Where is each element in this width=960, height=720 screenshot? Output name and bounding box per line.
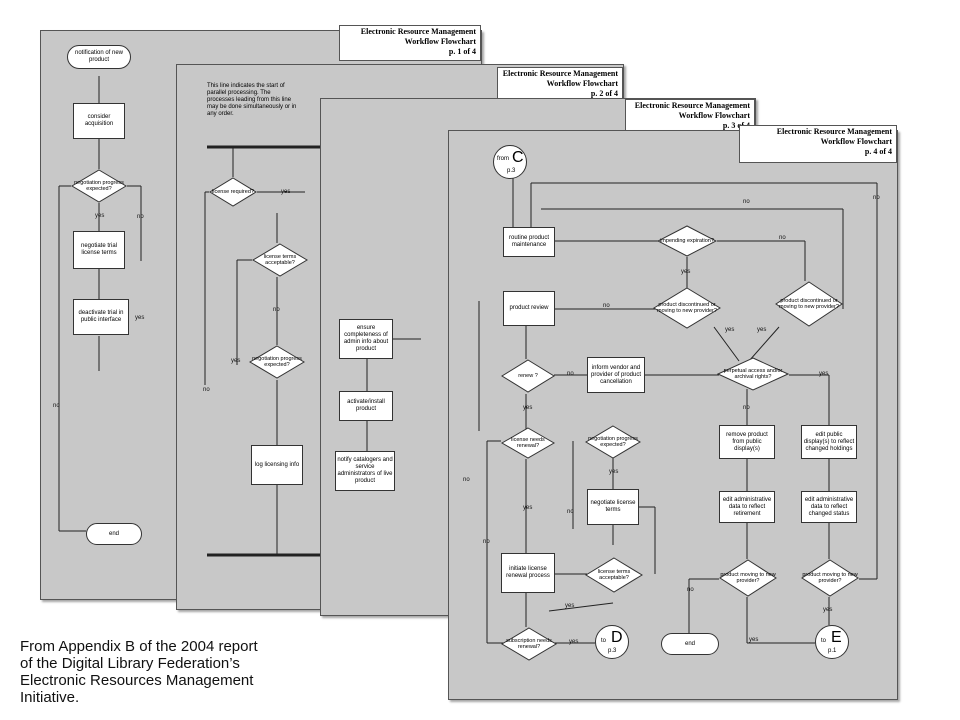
license-terms-decision: license terms acceptable? xyxy=(252,243,308,277)
to-e-connector: to E p.1 xyxy=(815,625,849,659)
yes-label: yes xyxy=(749,637,759,643)
yes-label: yes xyxy=(681,269,691,275)
flowchart-page-4: Electronic Resource Management Workflow … xyxy=(448,125,898,700)
license-required-decision: license required? xyxy=(209,177,257,207)
page-1-header: Electronic Resource Management Workflow … xyxy=(339,25,481,61)
inform-vendor-node: inform vendor and provider of product ca… xyxy=(587,357,645,393)
consider-acquisition-node: consider acquisition xyxy=(73,103,125,139)
yes-label: yes xyxy=(609,469,619,475)
yes-label: yes xyxy=(823,607,833,613)
no-label: no xyxy=(273,307,280,313)
deactivate-trial-node: deactivate trial in public interface xyxy=(73,299,129,335)
negotiation-expected-decision: negotiation progress expected? xyxy=(249,345,305,379)
no-label: no xyxy=(463,477,470,483)
no-label: no xyxy=(743,199,750,205)
activate-install-node: activate/install product xyxy=(339,391,393,421)
to-d-connector: to D p.3 xyxy=(595,625,629,659)
negotiate-trial-node: negotiate trial license terms xyxy=(73,231,125,269)
license-renewal-decision: license needs renewal? xyxy=(501,427,555,459)
perpetual-access-decision: perpetual access and/or archival rights? xyxy=(717,357,789,391)
moving-provider-decision-b: product moving to new provider? xyxy=(801,559,859,597)
yes-label: yes xyxy=(569,639,579,645)
routine-maintenance-node: routine product maintenance xyxy=(503,227,555,257)
yes-label: yes xyxy=(523,405,533,411)
negotiate-license-node: negotiate license terms xyxy=(587,489,639,525)
notification-node: notification of new product xyxy=(67,45,131,69)
no-label: no xyxy=(779,235,786,241)
no-label: no xyxy=(483,539,490,545)
impending-expiration-decision: impending expiration? xyxy=(657,225,717,257)
remove-product-node: remove product from public display(s) xyxy=(719,425,775,459)
negotiation-expected-decision: negotiation progress expected? xyxy=(71,169,127,203)
no-label: no xyxy=(603,303,610,309)
renew-decision: renew ? xyxy=(501,359,555,393)
end-node: end xyxy=(86,523,142,545)
yes-label: yes xyxy=(725,327,735,333)
discontinued-decision-b: product discontinued or moving to new pr… xyxy=(775,281,843,327)
yes-label: yes xyxy=(135,315,145,321)
no-label: no xyxy=(203,387,210,393)
subscription-renewal-decision: subscription needs renewal? xyxy=(501,627,557,661)
no-label: no xyxy=(743,405,750,411)
edit-public-display-node: edit public display(s) to reflect change… xyxy=(801,425,857,459)
yes-label: yes xyxy=(757,327,767,333)
license-terms-decision: license terms acceptable? xyxy=(585,557,643,593)
ensure-completeness-node: ensure completeness of admin info about … xyxy=(339,319,393,359)
product-review-node: product review xyxy=(503,291,555,326)
edit-admin-status-node: edit administrative data to reflect chan… xyxy=(801,491,857,523)
no-label: no xyxy=(567,509,574,515)
source-caption: From Appendix B of the 2004 report of th… xyxy=(20,638,320,706)
end-node: end xyxy=(661,633,719,655)
yes-label: yes xyxy=(523,505,533,511)
log-licensing-node: log licensing info xyxy=(251,445,303,485)
yes-label: yes xyxy=(281,189,291,195)
page-3-header: Electronic Resource Management Workflow … xyxy=(625,99,755,133)
no-label: no xyxy=(567,371,574,377)
page-2-header: Electronic Resource Management Workflow … xyxy=(497,67,623,101)
parallel-processing-note: This line indicates the start of paralle… xyxy=(207,83,297,117)
yes-label: yes xyxy=(95,213,105,219)
notify-catalogers-node: notify catalogers and service administra… xyxy=(335,451,395,491)
no-label: no xyxy=(687,587,694,593)
initiate-renewal-node: initiate license renewal process xyxy=(501,553,555,593)
page-4-header: Electronic Resource Management Workflow … xyxy=(739,125,897,163)
no-label: no xyxy=(873,195,880,201)
negotiation-expected-decision: negotiation progress expected? xyxy=(585,425,641,459)
yes-label: yes xyxy=(819,371,829,377)
edit-admin-retirement-node: edit administrative data to reflect reti… xyxy=(719,491,775,523)
page-4-connectors xyxy=(478,175,878,644)
no-label: no xyxy=(53,403,60,409)
discontinued-decision-a: product discontinued or moving to new pr… xyxy=(653,287,721,329)
from-c-connector: from C p.3 xyxy=(493,145,527,179)
yes-label: yes xyxy=(231,358,241,364)
no-label: no xyxy=(137,214,144,220)
moving-provider-decision-a: product moving to new provider? xyxy=(719,559,777,597)
yes-label: yes xyxy=(565,603,575,609)
